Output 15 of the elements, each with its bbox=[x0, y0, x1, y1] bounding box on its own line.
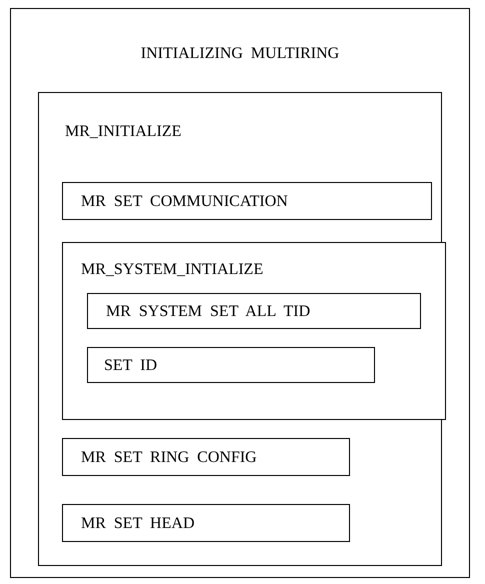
group-title: MR_INITIALIZE bbox=[65, 123, 182, 141]
box-label: MR SET HEAD bbox=[81, 515, 194, 533]
process-box bbox=[87, 293, 421, 329]
box-label: MR SET RING CONFIG bbox=[81, 449, 257, 467]
box-label: MR SYSTEM SET ALL TID bbox=[106, 303, 310, 321]
process-box bbox=[62, 504, 350, 542]
group-box bbox=[10, 8, 470, 578]
group-title: INITIALIZING MULTIRING bbox=[140, 45, 340, 63]
process-box bbox=[62, 438, 350, 476]
group-box bbox=[62, 242, 446, 420]
box-label: SET ID bbox=[104, 357, 158, 375]
process-box bbox=[62, 182, 432, 220]
box-label: MR SET COMMUNICATION bbox=[81, 193, 288, 211]
group-title: MR_SYSTEM_INTIALIZE bbox=[81, 261, 264, 279]
process-box bbox=[87, 347, 375, 383]
